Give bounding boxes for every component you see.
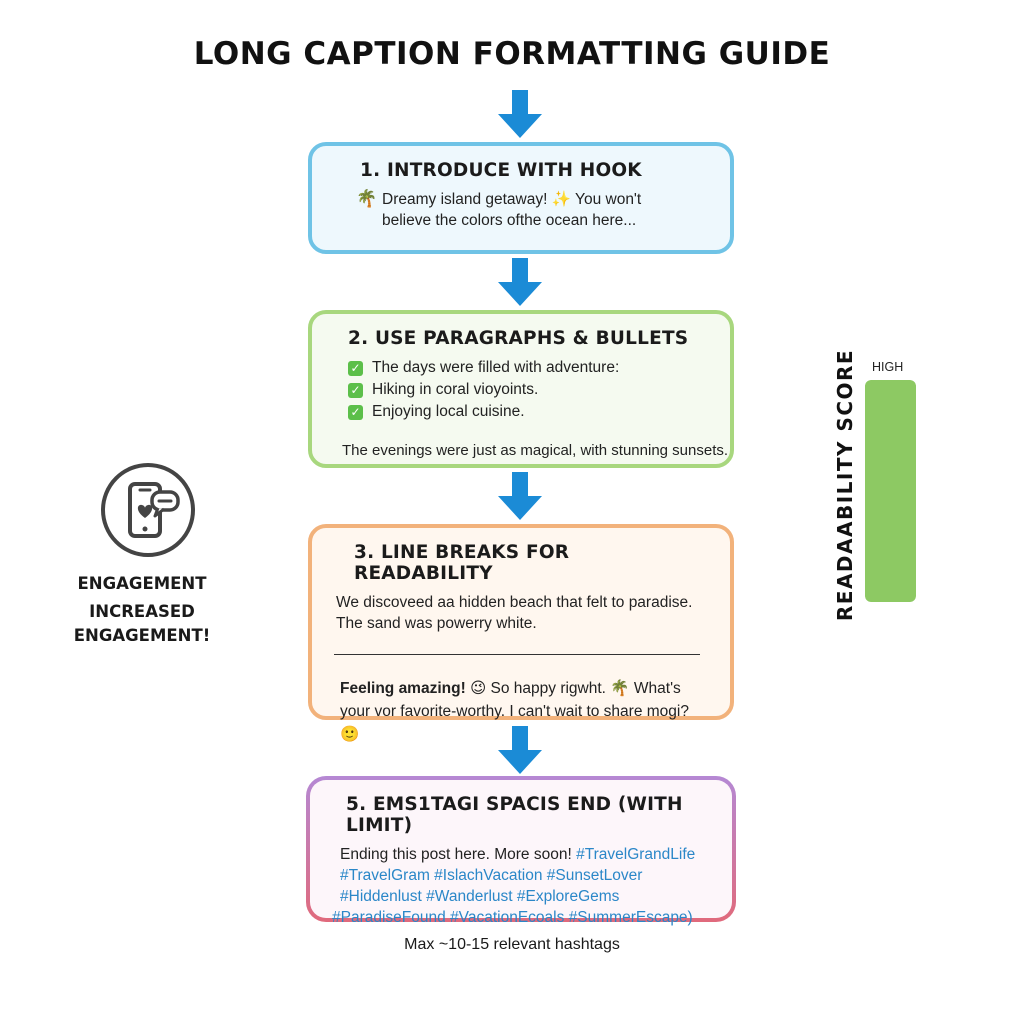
readability-score-label: READAABILITY SCORE [833,348,857,622]
readability-score-fill [865,380,916,602]
palm-tree-icon: 🌴 [356,189,378,208]
hook-text: 🌴 Dreamy island getaway! ✨ You won't bel… [356,189,706,231]
paragraph-line-1: We discoveed aa hidden beach that felt t… [336,594,693,611]
step-title: 1. INTRODUCE WITH HOOK [360,160,642,181]
hashtag-line-3: #Hiddenlust #Wanderlust #ExploreGems [340,888,620,905]
feeling-line-1: 😉 So happy rigwht. 🌴 What's [465,680,681,697]
arrow-down-icon [496,90,544,140]
paragraph-line-2: The sand was powerry white. [336,615,537,632]
hashtag-intro: Ending this post here. More soon! [340,846,577,863]
hook-line-2: believe the colors ofthe ocean here... [382,212,637,229]
hook-line-1: Dreamy island getaway! ✨ You won't [382,191,642,208]
hashtag-block: Ending this post here. More soon! #Trave… [332,844,712,928]
hashtag-line-4: #ParadiseFound #VacationEcoals #SummerEs… [332,909,693,926]
step-card-paragraphs: 2. USE PARAGRAPHS & BULLETS ✓ The days w… [308,310,734,468]
feeling-bold-text: Feeling amazing! [340,680,466,697]
checkmark-icon: ✓ [348,382,363,398]
checkmark-icon: ✓ [348,360,363,376]
hashtag-line-1: #TravelGrandLife [576,846,696,863]
score-level-label: HIGH [872,360,904,374]
page-title: LONG CAPTION FORMATTING GUIDE [193,36,831,72]
engagement-increased-label: INCREASED [89,602,195,621]
engagement-exclaim-label: ENGAGEMENT! [73,626,211,645]
hashtag-line-2: #TravelGram #IslachVacation #SunsetLover [340,867,643,884]
step-title: 5. EMS1TAGI SPACIS END (WITH LIMIT) [346,794,683,836]
step-card-hashtags: 5. EMS1TAGI SPACIS END (WITH LIMIT) Endi… [306,776,736,926]
hashtag-limit-note: Max ~10-15 relevant hashtags [404,936,620,953]
list-item-text: Hiking in coral vioyoints. [372,381,539,398]
step-card-line-breaks: 3. LINE BREAKS FOR READABILITY We discov… [308,524,734,743]
arrow-down-icon [496,726,544,776]
arrow-down-icon [496,472,544,522]
engagement-label: ENGAGEMENT [77,574,207,593]
step-card-hook: 1. INTRODUCE WITH HOOK 🌴 Dreamy island g… [308,142,734,254]
list-item-text: The days were filled with adventure: [372,359,620,376]
list-item-text: Enjoying local cuisine. [372,403,525,420]
arrow-down-icon [496,258,544,308]
feeling-line-2: your vor favorite-worthy. I can't wait t… [340,703,689,743]
list-item: ✓ Hiking in coral vioyoints. [348,379,706,401]
closing-paragraph: The evenings were just as magical, with … [342,442,729,459]
phone-heart-chat-icon [100,462,196,558]
line-break-divider [334,654,700,655]
list-item: ✓ Enjoying local cuisine. [348,401,706,423]
step-title: 2. USE PARAGRAPHS & BULLETS [348,328,689,349]
list-item: ✓ The days were filled with adventure: [348,357,706,379]
feeling-paragraph: Feeling amazing! 😉 So happy rigwht. 🌴 Wh… [340,677,706,746]
step-title: 3. LINE BREAKS FOR READABILITY [354,542,570,584]
readability-score-bar [865,380,916,602]
checkmark-icon: ✓ [348,404,363,420]
